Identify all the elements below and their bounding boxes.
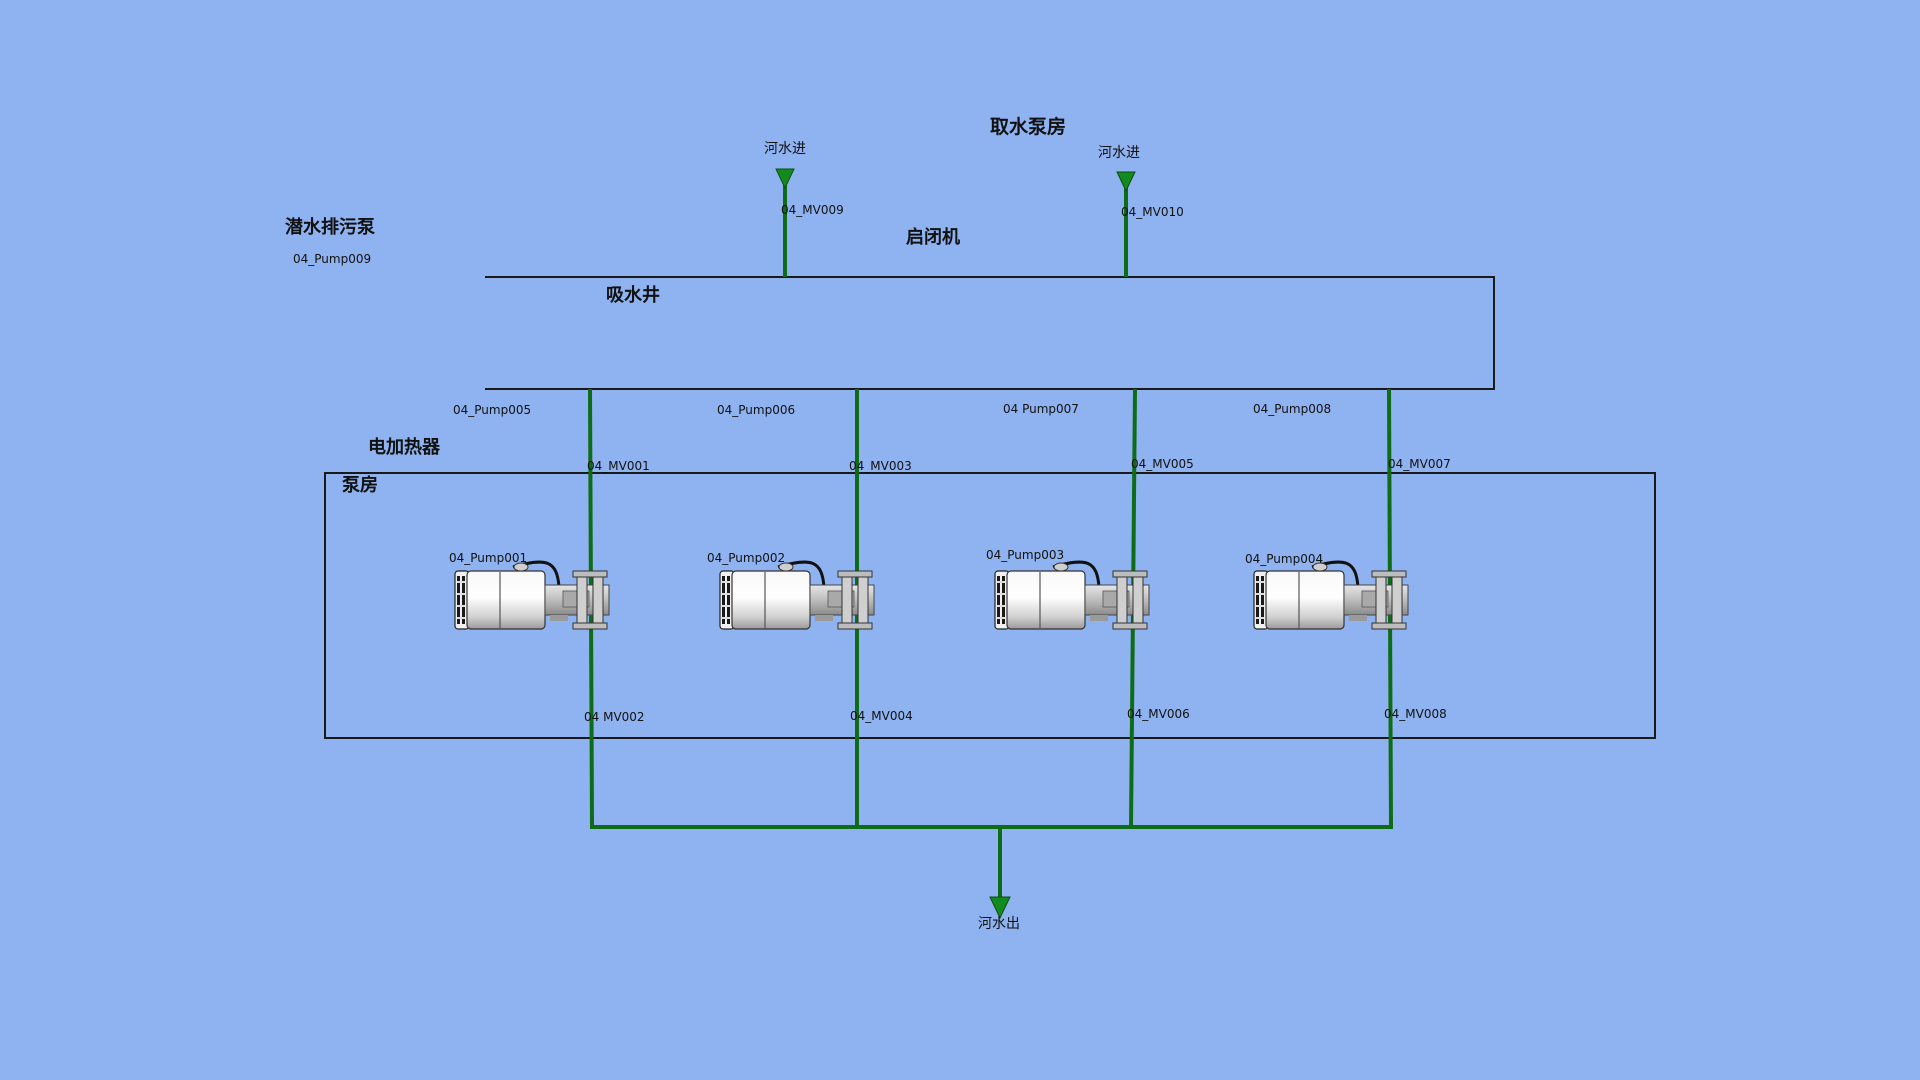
valve-tag[interactable]: 04_MV001 — [587, 459, 650, 473]
pump-tag[interactable]: 04_Pump005 — [453, 403, 532, 417]
pump-icon[interactable] — [718, 560, 876, 631]
pump-icon[interactable] — [993, 560, 1151, 631]
valve-tag[interactable]: 04_MV010 — [1121, 205, 1184, 219]
valve-tag[interactable]: 04 MV002 — [584, 710, 645, 724]
sewage-pump-label: 潜水排污泵 — [285, 217, 375, 238]
pump-room-label: 泵房 — [342, 475, 378, 496]
valve-tag[interactable]: 04_MV008 — [1384, 707, 1447, 721]
discharge-header — [590, 825, 1393, 900]
river-in-arrow-icon — [1116, 171, 1136, 193]
river-out-label: 河水出 — [978, 916, 1020, 932]
valve-tag[interactable]: 04_MV003 — [849, 459, 912, 473]
river-in-arrow-icon — [775, 168, 795, 190]
valve-tag[interactable]: 04_MV007 — [1388, 457, 1451, 471]
valve-tag[interactable]: 04_MV006 — [1127, 707, 1190, 721]
valve-tag[interactable]: 04_MV005 — [1131, 457, 1194, 471]
pump-tag[interactable]: 04 Pump007 — [1003, 402, 1079, 416]
gate-hoist-label: 启闭机 — [906, 227, 960, 248]
pump-tag[interactable]: 04_Pump004 — [1245, 552, 1324, 566]
page-title: 取水泵房 — [990, 116, 1067, 138]
pump-tag[interactable]: 04_Pump003 — [986, 548, 1065, 562]
inlet-pipes — [783, 182, 1128, 277]
pump-room-outline — [324, 472, 1656, 739]
valve-tag[interactable]: 04_MV004 — [850, 709, 913, 723]
river-in-label: 河水进 — [1098, 145, 1140, 161]
pump-icon[interactable] — [1252, 560, 1410, 631]
valve-tag[interactable]: 04_MV009 — [781, 203, 844, 217]
river-out-arrow-icon — [989, 896, 1011, 920]
suction-well-outline — [485, 276, 1495, 390]
pump-tag[interactable]: 04_Pump008 — [1253, 402, 1332, 416]
sewage-pump-tag[interactable]: 04_Pump009 — [293, 252, 372, 266]
pump-tag[interactable]: 04_Pump001 — [449, 551, 528, 565]
river-in-label: 河水进 — [764, 141, 806, 157]
suction-well-label: 吸水井 — [606, 285, 660, 306]
electric-heater-label: 电加热器 — [368, 437, 440, 458]
pump-tag[interactable]: 04_Pump002 — [707, 551, 786, 565]
pump-icon[interactable] — [453, 560, 611, 631]
pump-tag[interactable]: 04_Pump006 — [717, 403, 796, 417]
